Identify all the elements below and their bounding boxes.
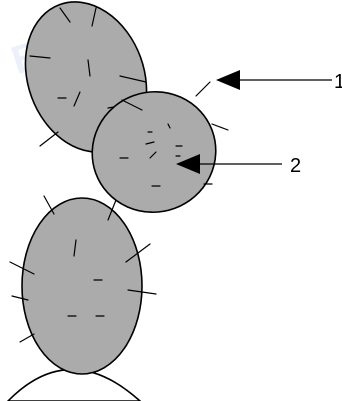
callout-1-arrowhead [216,70,240,90]
base-stem [6,368,142,401]
callout-2-label: 2 [290,155,301,177]
middle-pad-spines [119,81,229,187]
callout-2-arrowhead [176,154,200,174]
callout-1: 1 [216,70,342,93]
callout-2: 2 [176,154,301,177]
callout-1-label: 1 [334,71,342,93]
lower-pad [9,195,157,375]
middle-pad [91,81,229,214]
lower-pad-spines [9,195,157,343]
